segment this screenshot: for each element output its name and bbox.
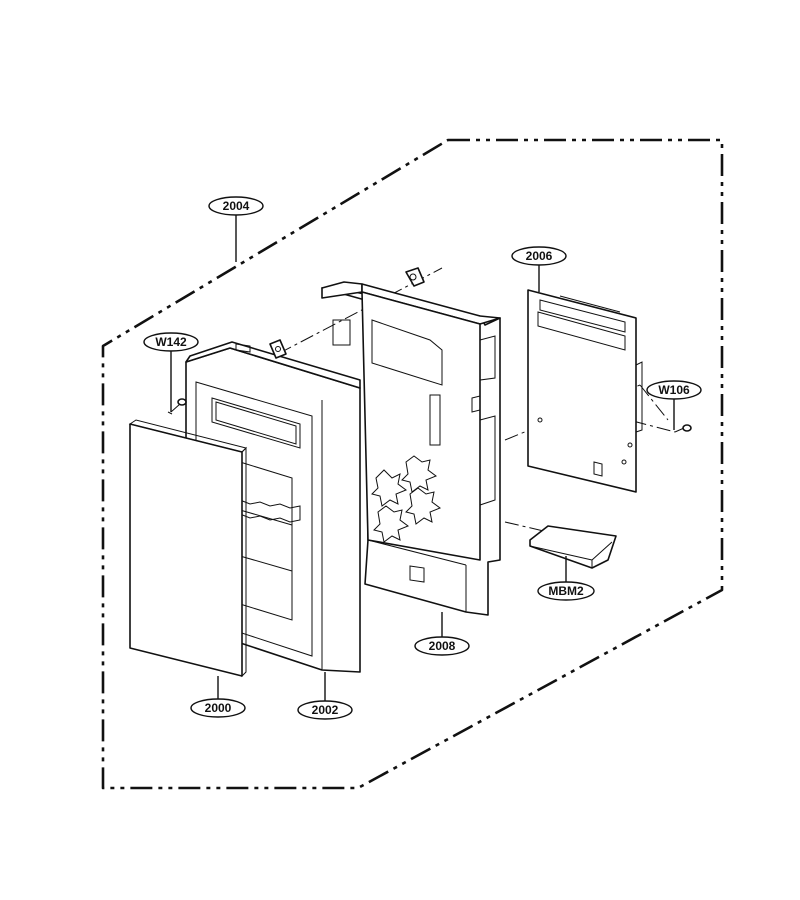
callout-w106: W106 [646,380,702,400]
callout-2002-label: 2002 [312,703,339,717]
part-2008-rear-frame [321,267,501,616]
callout-2002: 2002 [297,700,353,720]
screw-w106 [674,424,692,433]
callout-2000: 2000 [190,698,246,718]
callout-2008-label: 2008 [429,639,456,653]
screw-w142 [167,398,187,415]
part-mbm2-module [529,525,617,569]
part-2000-front-panel [128,419,247,678]
callout-mbm2: MBM2 [537,581,595,601]
callout-w142-label: W142 [155,335,187,349]
callout-2006: 2006 [511,246,567,266]
part-2006-pcb [527,289,643,493]
callout-2004-label: 2004 [223,199,250,213]
keypad-cutouts [371,455,442,543]
callout-2008: 2008 [414,636,470,656]
callout-w106-label: W106 [658,383,690,397]
callout-w142: W142 [143,332,199,352]
callout-2006-label: 2006 [526,249,553,263]
callout-mbm2-label: MBM2 [548,584,584,598]
leader-lines [170,214,675,701]
callout-2000-label: 2000 [205,701,232,715]
assembly-boundary [101,138,724,790]
callout-2004: 2004 [208,196,264,216]
